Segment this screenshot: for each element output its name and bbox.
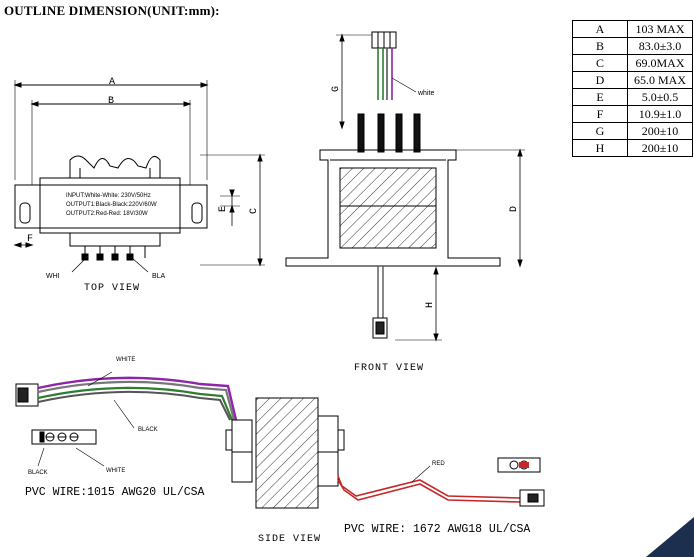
- dim-label-c: C: [249, 207, 260, 214]
- page-title: OUTLINE DIMENSION(UNIT:mm):: [4, 3, 220, 18]
- pvc-wire-right: PVC WIRE: 1672 AWG18 UL/CSA: [344, 523, 530, 536]
- pvc-wire-left: PVC WIRE:1015 AWG20 UL/CSA: [25, 486, 205, 499]
- label-line-2: OUTPUT1:Black-Black:220V/60W: [66, 202, 157, 208]
- wire-label-bla: BLA: [152, 273, 166, 280]
- dim-label-e: E: [218, 205, 229, 212]
- label-line-1: INPUT:White-White: 230V/50Hz: [66, 193, 151, 199]
- side-wire-label-black: BLACK: [138, 427, 158, 433]
- side-view-caption: SIDE VIEW: [258, 534, 321, 545]
- corner-decoration: [646, 517, 694, 557]
- top-view-caption: TOP VIEW: [84, 283, 140, 294]
- terminal-label-white: WHITE: [106, 468, 125, 474]
- side-view: [15, 371, 545, 509]
- top-view: [13, 80, 265, 273]
- label-line-3: OUTPUT2:Red-Red: 18V/30W: [66, 211, 148, 217]
- dim-label-g: G: [331, 85, 342, 92]
- front-view: [285, 31, 525, 342]
- terminal-label-black: BLACK: [28, 470, 48, 476]
- front-wire-label-white: white: [417, 90, 434, 97]
- dim-label-f: F: [27, 234, 34, 245]
- dimension-value: 200±10: [627, 139, 693, 157]
- wire-label-whi: WHI: [46, 273, 60, 280]
- dim-label-a: A: [109, 77, 116, 88]
- dimension-value: 103 MAX: [627, 20, 693, 38]
- side-wire-label-red: RED: [432, 461, 445, 467]
- front-view-caption: FRONT VIEW: [354, 363, 424, 374]
- dim-label-d: D: [509, 205, 520, 212]
- dimension-value: 65.0 MAX: [627, 71, 693, 89]
- dim-label-b: B: [108, 96, 115, 107]
- dim-label-h: H: [425, 301, 436, 308]
- side-wire-label-white-top: WHITE: [116, 357, 135, 363]
